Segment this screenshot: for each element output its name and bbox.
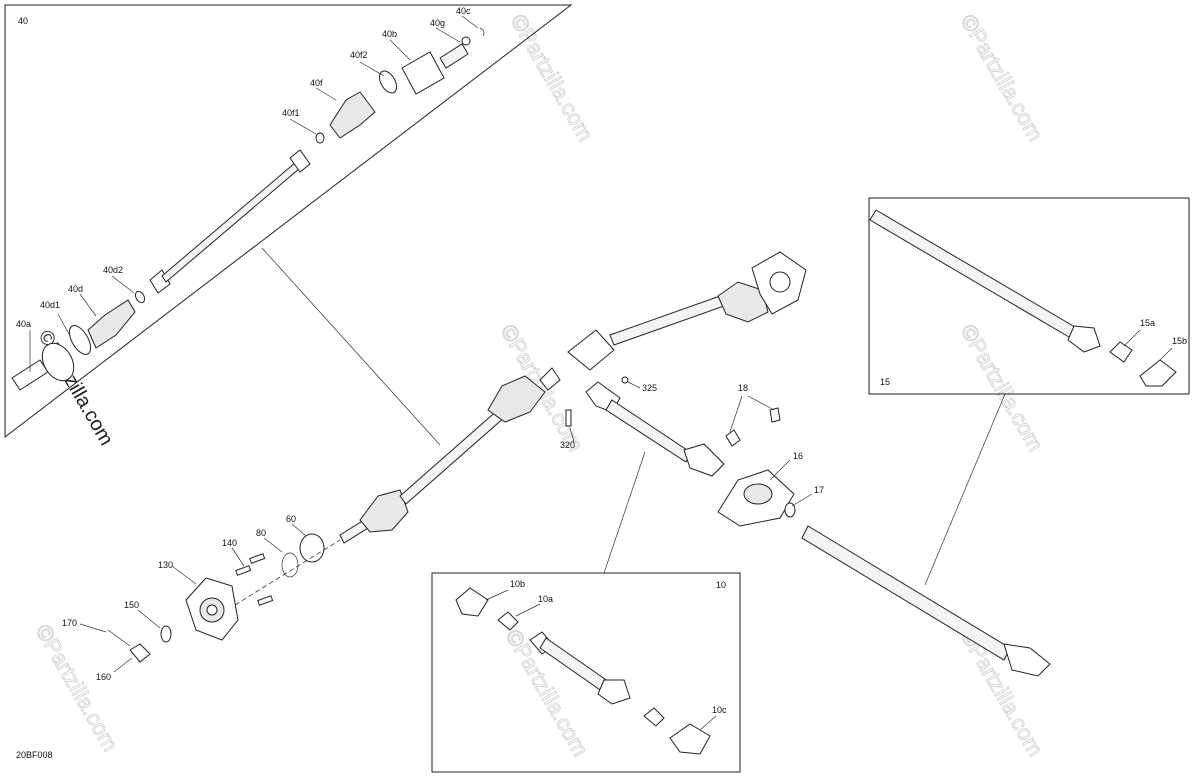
main-shaft-lower [399, 407, 507, 505]
yoke-10c [669, 723, 711, 755]
callout-15a: 15a [1140, 318, 1155, 328]
bolt-320 [565, 409, 572, 427]
cross-15a [1109, 341, 1133, 363]
watermark: ©Partzilla.com [956, 10, 1049, 146]
callout-17: 17 [814, 485, 824, 495]
callout-40f: 40f [310, 78, 323, 88]
callout-150: 150 [124, 600, 139, 610]
boot-40f [329, 91, 376, 139]
callout-60: 60 [286, 514, 296, 524]
callout-15b: 15b [1172, 336, 1187, 346]
boot-40d [87, 299, 136, 349]
outer-cv-boot [487, 375, 546, 423]
panel-10-parts [455, 587, 717, 755]
watermark: ©Partzilla.com [31, 620, 124, 756]
callout-labels: 40c 40g 40b 40f2 40f 40f1 40d2 40d 40d1 … [16, 6, 1187, 715]
panel-10: 10 [431, 572, 741, 773]
clamp-40f1 [315, 132, 325, 144]
nut-160 [129, 643, 151, 663]
clamp-40f2 [378, 70, 398, 94]
panel-15-parts [869, 209, 1177, 387]
hub-assembly [79, 523, 341, 673]
clamp-40d2 [134, 290, 146, 304]
panel-10-label: 10 [716, 580, 726, 590]
housing-40b [401, 51, 445, 95]
panel-15: 15 [868, 197, 1190, 395]
panel-15-frame [868, 197, 1190, 395]
housing-stub [439, 43, 469, 69]
cv-outer-stub-40a [11, 342, 75, 391]
callout-10a: 10a [538, 594, 553, 604]
prop-shaft-front [605, 399, 691, 463]
u-joint [683, 443, 725, 477]
washer-150 [160, 625, 172, 643]
ring-17 [784, 502, 796, 518]
callout-10b: 10b [510, 579, 525, 589]
panel-leader-lines [261, 247, 1006, 586]
main-driveshaft [339, 251, 807, 544]
stub-seal [539, 367, 561, 391]
callout-18: 18 [738, 383, 748, 393]
main-shaft-upper [609, 295, 725, 346]
callout-40a: 40a [16, 319, 31, 329]
rear-yoke [1003, 643, 1051, 677]
bearing-60 [299, 533, 325, 563]
watermark: ©Partzilla.com [956, 320, 1049, 456]
clamp-40d1 [68, 325, 92, 355]
callout-40g: 40g [430, 18, 445, 28]
circlip-40c [479, 27, 485, 37]
shaft-spline [289, 149, 311, 173]
callout-40d1: 40d1 [40, 300, 60, 310]
callout-160: 160 [96, 672, 111, 682]
bolt-325 [621, 376, 629, 384]
bolt-18 [769, 407, 781, 423]
callout-170: 170 [62, 618, 77, 628]
ring-40g [461, 36, 471, 46]
panel-40-label: 40 [18, 16, 28, 26]
yoke-15b [1139, 359, 1177, 387]
upper-boot [717, 281, 769, 323]
cv-housing [567, 329, 615, 371]
yoke-10b [455, 587, 489, 617]
carrier-bearing-center [743, 483, 773, 505]
callout-130: 130 [158, 560, 173, 570]
cross-10 [643, 707, 665, 727]
callout-140: 140 [222, 538, 237, 548]
panel-40: 40 [4, 4, 573, 439]
shaft-yoke-rear [597, 679, 631, 705]
cotter-pin-170 [107, 629, 131, 647]
yoke-15 [1067, 325, 1101, 353]
callout-40c: 40c [456, 6, 471, 16]
inner-cv-boot [359, 489, 409, 533]
callout-10c: 10c [712, 705, 727, 715]
panel-15-label: 15 [880, 377, 890, 387]
panel-40-halfshaft-parts [11, 15, 485, 391]
bolt-140 [249, 553, 266, 564]
propeller-shaft-assembly [565, 376, 1051, 677]
hub-130 [185, 577, 239, 641]
callout-16: 16 [793, 451, 803, 461]
callout-80: 80 [256, 528, 266, 538]
panel-10-frame [431, 572, 741, 773]
cross-10a [497, 611, 519, 631]
circlip-80 [281, 552, 299, 578]
callout-320: 320 [560, 440, 575, 450]
watermark: ©Partzilla.com [506, 10, 599, 146]
callout-40d: 40d [68, 284, 83, 294]
callout-40f1: 40f1 [282, 108, 300, 118]
prop-shaft-rear [801, 525, 1011, 661]
hub-center [769, 271, 791, 293]
callout-40f2: 40f2 [350, 50, 368, 60]
bolt-140 [235, 565, 252, 576]
figure-code: 20BF008 [16, 750, 53, 760]
callout-40b: 40b [382, 29, 397, 39]
callout-325: 325 [642, 383, 657, 393]
panel-40-frame [4, 4, 573, 439]
callout-40d2: 40d2 [103, 265, 123, 275]
bolt-140 [257, 595, 274, 606]
nut-18 [725, 429, 741, 447]
